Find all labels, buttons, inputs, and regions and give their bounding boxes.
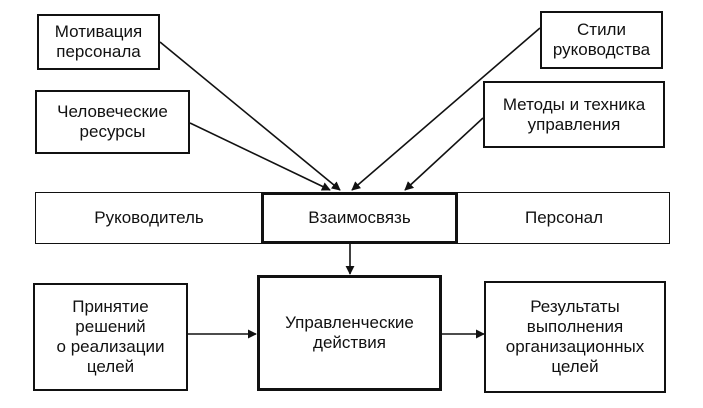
cell-manager: Руководитель: [94, 208, 204, 227]
arrow-human-resources: [189, 122, 331, 191]
box-results: Результаты выполнения организационных це…: [484, 281, 666, 393]
cell-relation: Взаимосвязь: [261, 192, 458, 244]
box-leadership-styles: Стили руководства: [540, 11, 663, 69]
arrow-motivation: [159, 41, 341, 191]
arrow-methods: [404, 117, 484, 191]
arrow-leadership-styles: [351, 27, 541, 191]
box-motivation: Мотивация персонала: [37, 14, 160, 70]
box-decisions: Принятие решений о реализации целей: [33, 283, 188, 391]
box-methods: Методы и техника управления: [483, 81, 665, 148]
box-human-resources: Человеческие ресурсы: [35, 90, 190, 154]
box-management-actions: Управленческие действия: [257, 275, 442, 391]
cell-personnel: Персонал: [524, 208, 604, 227]
